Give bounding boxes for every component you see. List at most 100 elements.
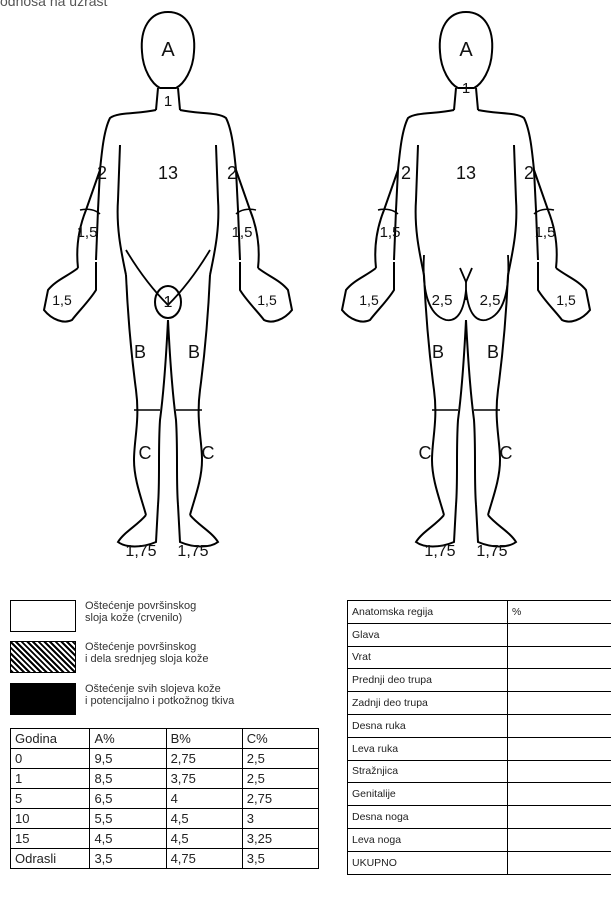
back-label-forearm-right: 1,5 <box>535 224 556 241</box>
table-cell: 10 <box>11 809 90 829</box>
region-cell: Vrat <box>348 646 508 669</box>
table-cell: 3,25 <box>242 829 318 849</box>
table-cell: 5 <box>11 789 90 809</box>
table-row: Leva ruka <box>348 737 611 760</box>
back-label-upper-arm-right: 2 <box>524 163 534 183</box>
legend-swatch-white <box>10 600 76 632</box>
table-row: Zadnji deo trupa <box>348 692 611 715</box>
table-cell: 4,5 <box>166 809 242 829</box>
table-cell: 3 <box>242 809 318 829</box>
table-cell: Odrasli <box>11 849 90 869</box>
table-cell: 15 <box>11 829 90 849</box>
back-label-trunk: 13 <box>456 163 476 183</box>
back-label-foot-left: 1,75 <box>424 543 455 560</box>
front-label-upper-arm-left: 2 <box>97 163 107 183</box>
percent-cell <box>508 737 611 760</box>
table-row: 1 8,5 3,75 2,5 <box>11 769 319 789</box>
legend-text-line: Oštećenje površinskog <box>85 600 285 612</box>
front-label-forearm-left: 1,5 <box>77 224 98 241</box>
front-label-foot-left: 1,75 <box>125 543 156 560</box>
table-row: Glava <box>348 623 611 646</box>
region-cell: Leva ruka <box>348 737 508 760</box>
percent-cell <box>508 714 611 737</box>
table-cell: 2,75 <box>166 749 242 769</box>
region-cell: Stražnjica <box>348 760 508 783</box>
anatomical-region-table: Anatomska regija % Glava Vrat Prednji de… <box>347 600 611 875</box>
front-label-hand-right: 1,5 <box>257 292 277 308</box>
legend-text-line: Oštećenje svih slojeva kože <box>85 683 285 695</box>
age-percentage-table: Godina A% B% C% 0 9,5 2,75 2,5 1 8,5 3,7… <box>10 728 319 869</box>
table-header-cell: A% <box>90 729 166 749</box>
table-header-cell: C% <box>242 729 318 749</box>
table-cell: 2,5 <box>242 769 318 789</box>
table-cell: 1 <box>11 769 90 789</box>
body-diagrams: A 1 13 2 2 1,5 1,5 1,5 1,5 1 B B C C 1,7… <box>0 0 611 590</box>
region-cell: Leva noga <box>348 828 508 851</box>
back-label-foot-right: 1,75 <box>476 543 507 560</box>
back-label-neck: 1 <box>462 80 470 97</box>
table-header-row: Anatomska regija % <box>348 601 611 624</box>
table-cell: 3,5 <box>242 849 318 869</box>
legend-item-full: Oštećenje svih slojeva kože i potencijal… <box>10 683 285 715</box>
percent-cell <box>508 669 611 692</box>
region-cell: UKUPNO <box>348 851 508 874</box>
front-label-foot-right: 1,75 <box>177 543 208 560</box>
legend-text-line: i dela srednjeg sloja kože <box>85 653 285 665</box>
table-cell: 6,5 <box>90 789 166 809</box>
table-row: Prednji deo trupa <box>348 669 611 692</box>
legend-item-superficial: Oštećenje površinskog sloja kože (crveni… <box>10 600 285 632</box>
back-label-thigh-right: B <box>487 342 499 362</box>
table-row: Desna ruka <box>348 714 611 737</box>
table-row: Stražnjica <box>348 760 611 783</box>
back-label-upper-arm-left: 2 <box>401 163 411 183</box>
table-cell: 2,5 <box>242 749 318 769</box>
table-row: Vrat <box>348 646 611 669</box>
table-header-row: Godina A% B% C% <box>11 729 319 749</box>
table-row: 0 9,5 2,75 2,5 <box>11 749 319 769</box>
percent-cell <box>508 828 611 851</box>
front-label-head: A <box>161 39 175 61</box>
percent-cell <box>508 646 611 669</box>
table-cell: 2,75 <box>242 789 318 809</box>
percent-cell <box>508 692 611 715</box>
table-cell: 4,75 <box>166 849 242 869</box>
percent-cell <box>508 783 611 806</box>
table-row: Leva noga <box>348 828 611 851</box>
legend-text-line: sloja kože (crvenilo) <box>85 612 285 624</box>
table-row: 15 4,5 4,5 3,25 <box>11 829 319 849</box>
table-row: Desna noga <box>348 806 611 829</box>
front-label-neck: 1 <box>164 93 172 110</box>
percent-cell <box>508 623 611 646</box>
table-cell: 0 <box>11 749 90 769</box>
percent-cell <box>508 806 611 829</box>
table-header-cell: Anatomska regija <box>348 601 508 624</box>
back-label-hand-left: 1,5 <box>359 292 379 308</box>
front-label-thigh-right: B <box>188 342 200 362</box>
front-label-hand-left: 1,5 <box>52 292 72 308</box>
legend-item-partial: Oštećenje površinskog i dela srednjeg sl… <box>10 641 285 673</box>
front-label-upper-arm-right: 2 <box>227 163 237 183</box>
table-cell: 4,5 <box>166 829 242 849</box>
region-cell: Genitalije <box>348 783 508 806</box>
back-label-buttock-left: 2,5 <box>432 292 453 309</box>
table-row: UKUPNO <box>348 851 611 874</box>
back-label-buttock-right: 2,5 <box>480 292 501 309</box>
region-cell: Prednji deo trupa <box>348 669 508 692</box>
percent-cell <box>508 760 611 783</box>
table-row: Genitalije <box>348 783 611 806</box>
legend-text-line: Oštećenje površinskog <box>85 641 285 653</box>
table-cell: 3,75 <box>166 769 242 789</box>
front-label-forearm-right: 1,5 <box>232 224 253 241</box>
back-label-leg-left: C <box>419 443 432 463</box>
region-cell: Desna ruka <box>348 714 508 737</box>
legend-text-line: i potencijalno i potkožnog tkiva <box>85 695 285 707</box>
table-cell: 4 <box>166 789 242 809</box>
front-label-leg-left: C <box>139 443 152 463</box>
table-header-cell: % <box>508 601 611 624</box>
front-label-genital: 1 <box>164 294 173 311</box>
region-cell: Glava <box>348 623 508 646</box>
front-label-thigh-left: B <box>134 342 146 362</box>
front-label-trunk: 13 <box>158 163 178 183</box>
legend-swatch-hatched <box>10 641 76 673</box>
back-label-thigh-left: B <box>432 342 444 362</box>
